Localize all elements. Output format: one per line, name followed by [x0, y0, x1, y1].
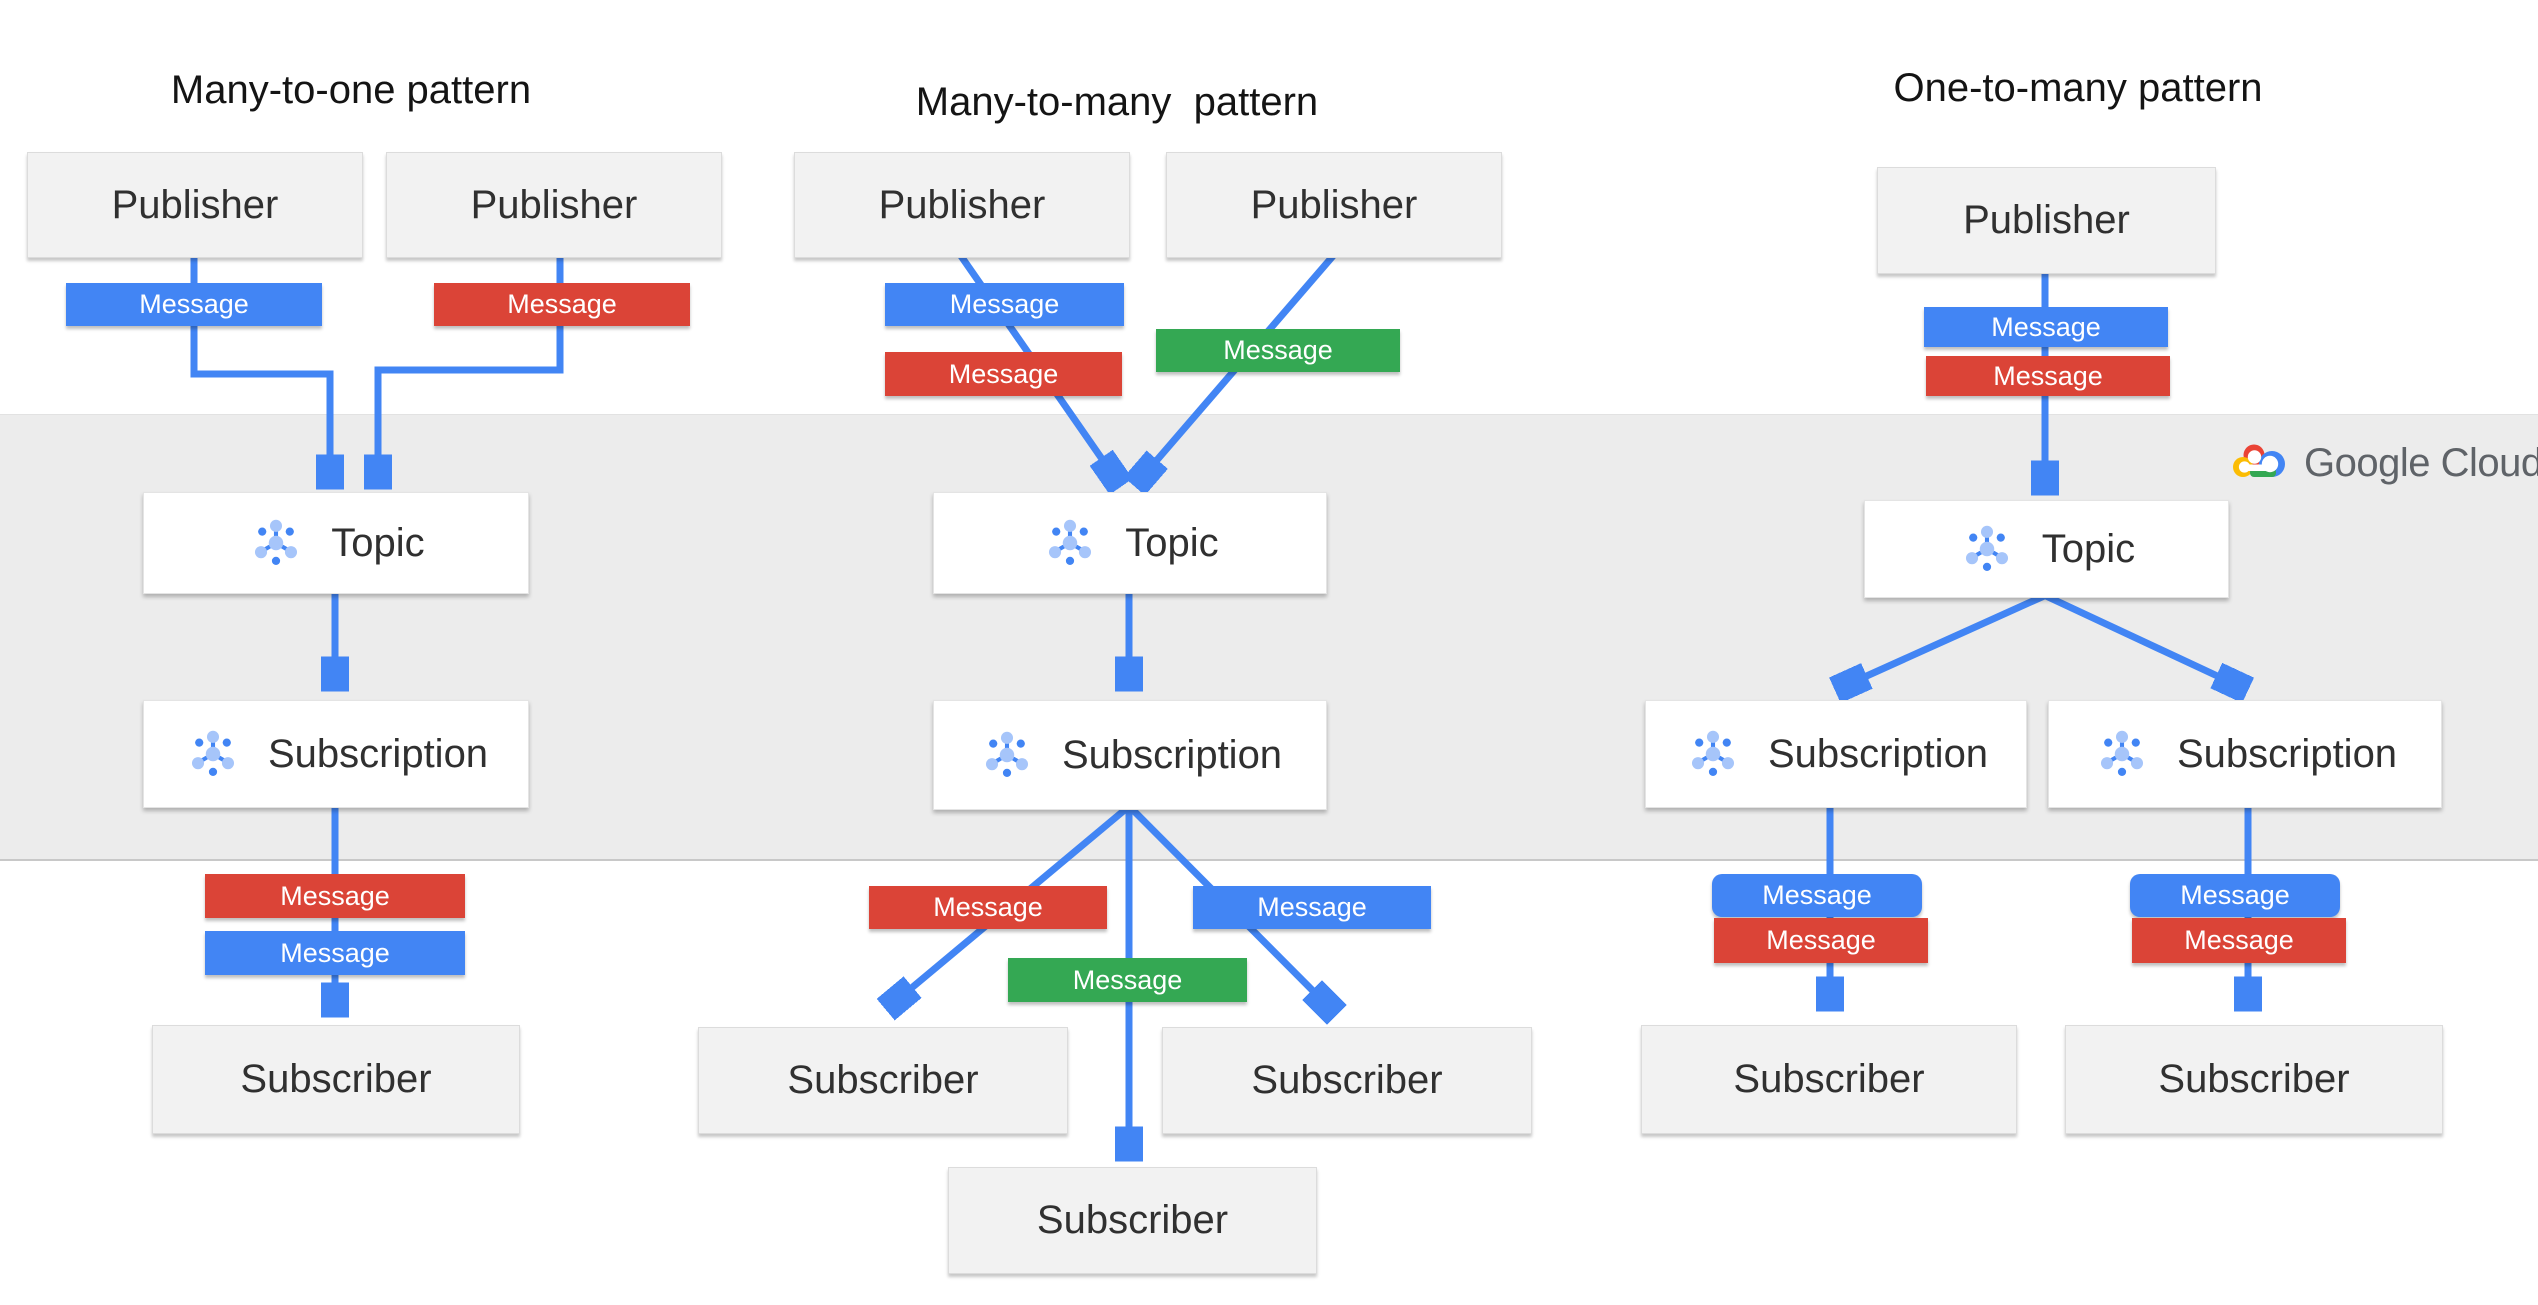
m2m-publisher-1: Publisher	[794, 152, 1130, 258]
m2m-message-red-pub: Message	[885, 352, 1122, 396]
m2m-publisher-2: Publisher	[1166, 152, 1502, 258]
pubsub-hub-icon	[2093, 725, 2151, 783]
m2o-message-blue-sub: Message	[205, 931, 465, 975]
m2o-publisher-2: Publisher	[386, 152, 722, 258]
google-cloud-icon	[2230, 438, 2290, 488]
m2m-subscriber-1: Subscriber	[698, 1027, 1068, 1134]
pubsub-hub-icon	[1684, 725, 1742, 783]
pubsub-hub-icon	[1958, 520, 2016, 578]
google-cloud-logo: Google Cloud	[2230, 438, 2538, 488]
m2m-message-blue-pub: Message	[885, 283, 1124, 326]
pubsub-hub-icon	[184, 725, 242, 783]
google-cloud-wordmark: Google Cloud	[2304, 440, 2538, 485]
o2m-message-red-sub1: Message	[1714, 918, 1928, 963]
m2m-message-blue-sub: Message	[1193, 886, 1431, 929]
o2m-message-blue-sub1: Message	[1712, 874, 1922, 917]
o2m-subscriber-1: Subscriber	[1641, 1025, 2017, 1134]
m2m-subscriber-3: Subscriber	[948, 1167, 1317, 1274]
m2m-subscription: Subscription	[933, 700, 1327, 810]
pubsub-hub-icon	[247, 514, 305, 572]
o2m-subscription-2: Subscription	[2048, 700, 2442, 808]
pubsub-hub-icon	[978, 726, 1036, 784]
arrow-o2m-topic-to-subscription2	[2044, 592, 2243, 688]
o2m-message-red-sub2: Message	[2132, 918, 2346, 963]
title-many-to-one: Many-to-one pattern	[170, 68, 532, 112]
m2o-message-red-pub: Message	[434, 283, 690, 326]
m2o-topic: Topic	[143, 492, 529, 594]
o2m-message-blue-pub: Message	[1924, 307, 2168, 347]
m2m-subscriber-2: Subscriber	[1162, 1027, 1532, 1134]
title-one-to-many: One-to-many pattern	[1893, 66, 2263, 110]
m2m-message-green-pub: Message	[1156, 329, 1400, 372]
o2m-message-blue-sub2: Message	[2130, 874, 2340, 917]
title-many-to-many: Many-to-many pattern	[915, 80, 1319, 124]
m2m-message-green-sub: Message	[1008, 958, 1247, 1002]
o2m-subscriber-2: Subscriber	[2065, 1025, 2443, 1134]
o2m-subscription-1: Subscription	[1645, 700, 2027, 808]
m2o-subscription: Subscription	[143, 700, 529, 808]
m2o-publisher-1: Publisher	[27, 152, 363, 258]
m2o-message-blue-pub: Message	[66, 283, 322, 326]
m2m-topic: Topic	[933, 492, 1327, 594]
m2o-message-red-sub: Message	[205, 874, 465, 918]
m2m-message-red-sub: Message	[869, 886, 1107, 929]
m2o-subscriber: Subscriber	[152, 1025, 520, 1134]
o2m-topic: Topic	[1864, 500, 2229, 598]
pubsub-hub-icon	[1041, 514, 1099, 572]
o2m-message-red-pub: Message	[1926, 356, 2170, 396]
arrow-o2m-topic-to-subscription1	[1840, 592, 2046, 688]
o2m-publisher: Publisher	[1877, 167, 2216, 274]
